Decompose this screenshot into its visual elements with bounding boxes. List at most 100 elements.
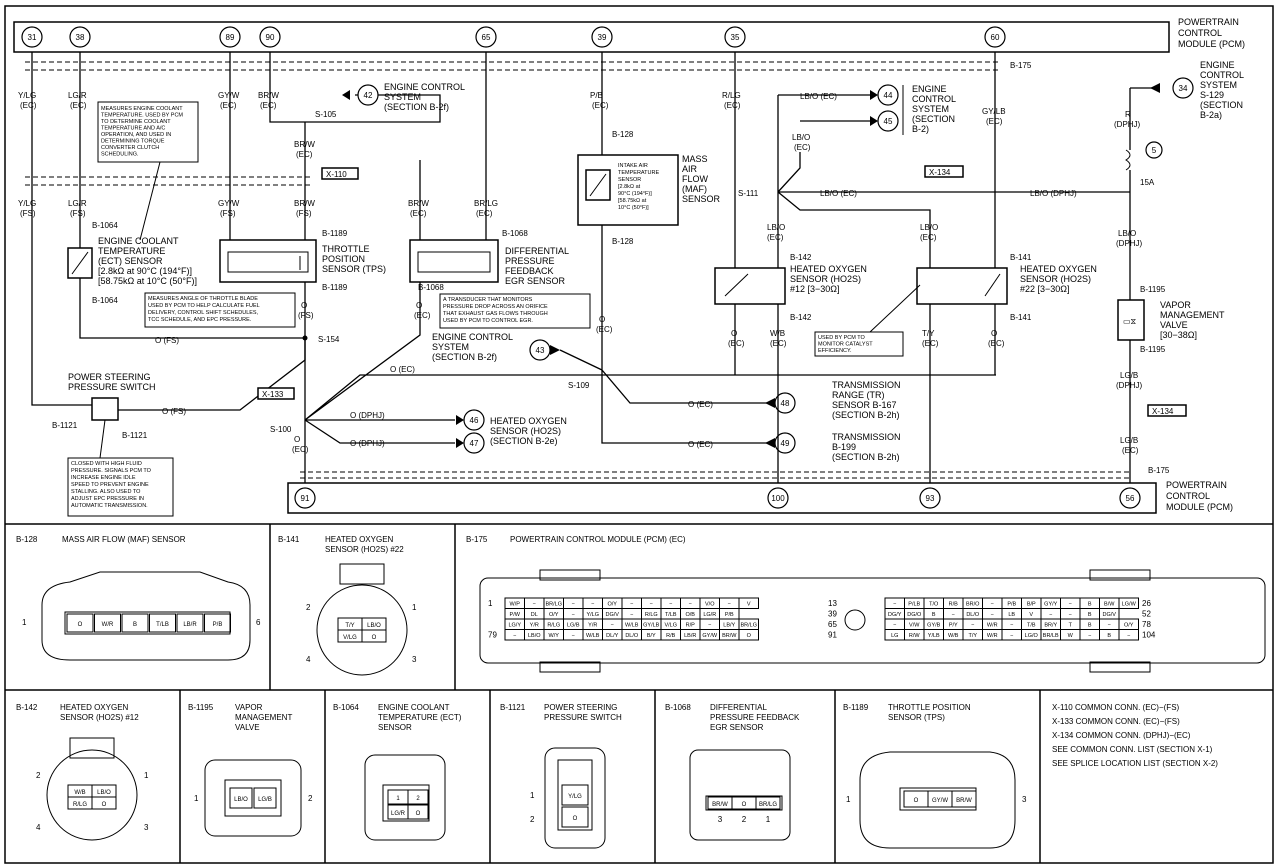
v1195-pin: [253, 787, 277, 809]
b128b: B-128: [612, 237, 634, 246]
pcm-conn-pin-label: −: [611, 623, 614, 629]
w38c: LG/R: [68, 199, 87, 208]
pcm-top-pin-89[interactable]: [219, 26, 241, 48]
pcm-top-pin-65[interactable]: [475, 26, 497, 48]
circle-46[interactable]: [463, 409, 485, 431]
pcm-conn-num: 39: [828, 610, 837, 619]
pcm-conn-pin-label: −: [650, 602, 653, 608]
pcm-bottom-pin-label: 91: [301, 494, 310, 503]
pcm-conn-pin-label: −: [1108, 623, 1111, 629]
pcm-conn-pin-label: Y/LG: [586, 612, 599, 618]
pcm-bottom-pin-91[interactable]: [294, 487, 316, 509]
v142pins-pin-label: R/LG: [73, 802, 87, 808]
pcm-top-pin-label: 65: [482, 33, 491, 42]
b1121a: B-1121: [52, 421, 78, 430]
v141pins-num: 1: [412, 603, 417, 612]
pcm-top-pin-35[interactable]: [724, 26, 746, 48]
ect-sensor-symbol: [67, 247, 93, 279]
circle-47[interactable]: [463, 432, 485, 454]
pcm-conn-pin-label: O/Y: [549, 612, 559, 618]
w65d: (EC): [476, 209, 493, 218]
circle-45[interactable]: [877, 110, 899, 132]
x133: X-133: [262, 390, 284, 399]
pcm-top-pin-38[interactable]: [69, 26, 91, 48]
circle-34[interactable]: [1172, 77, 1194, 99]
pcm-conn-pin-label: T/Y: [968, 633, 977, 639]
b1195b: B-1195: [1140, 345, 1166, 354]
pcm-top-pin-60[interactable]: [984, 26, 1006, 48]
pcm-top-pin-39[interactable]: [591, 26, 613, 48]
lbo-ec: LB/O (EC): [800, 92, 837, 101]
w60b: (EC): [986, 117, 1003, 126]
pcm-conn-pin-label: W/Y: [549, 633, 560, 639]
pcm-conn-pin-label: −: [1069, 602, 1072, 608]
circle-5[interactable]: [1145, 141, 1163, 159]
circle-48[interactable]: [774, 392, 796, 414]
v141pins-pin: [361, 629, 387, 643]
pcm-conn-pin-label: −: [630, 612, 633, 618]
pcm-top-pin-90[interactable]: [259, 26, 281, 48]
w35a: R/LG: [722, 91, 741, 100]
pcm-top-pin-31[interactable]: [21, 26, 43, 48]
o1: O: [301, 301, 307, 310]
pcm-bottom-pin-100[interactable]: [767, 487, 789, 509]
s111: S-111: [738, 189, 759, 198]
ho2s12-symbol: [714, 267, 786, 305]
v1195-id: B-1195: [188, 703, 214, 712]
b1064a: B-1064: [92, 221, 118, 230]
pcm-conn-pin-label: LG/O: [1025, 633, 1039, 639]
circle-47-text: 47: [470, 439, 479, 448]
circle-49[interactable]: [774, 432, 796, 454]
s100: S-100: [270, 425, 292, 434]
ec: (EC): [794, 143, 811, 152]
dphj5: (DPHJ): [1116, 381, 1143, 390]
pcm-conn-pin-label: DL/O: [625, 633, 639, 639]
pcm-conn-pin-label: O/Y: [608, 602, 618, 608]
pcm-conn-pin-label: −: [893, 602, 896, 608]
pcm-bottom-pin-93[interactable]: [919, 487, 941, 509]
w89d: (FS): [220, 209, 236, 218]
v141pins-pin-label: LB/O: [367, 623, 381, 629]
s154: S-154: [318, 335, 340, 344]
circle-44[interactable]: [877, 84, 899, 106]
pcm-conn-pin-label: BR/W: [722, 633, 737, 639]
s105: S-105: [315, 110, 337, 119]
pcm-conn-pin-label: B/P: [1027, 602, 1036, 608]
pcm-conn-pin-label: W/R: [987, 633, 998, 639]
pcm-conn-pin-label: LG/W: [1122, 602, 1137, 608]
pcm-conn-pin-label: −: [991, 612, 994, 618]
pcm-conn-pin-label: W/R: [987, 623, 998, 629]
pcm-conn-pin-label: B/Y: [647, 633, 656, 639]
w31a: Y/LG: [18, 91, 36, 100]
tps-note-box: [144, 292, 296, 328]
circle-46-text: 46: [470, 416, 479, 425]
circle-34-text: 34: [1179, 84, 1188, 93]
w38a: LG/R: [68, 91, 87, 100]
v142pins-num: 1: [144, 771, 149, 780]
pcm-conn-pin-label: LG/B: [567, 623, 580, 629]
b1068b: B-1068: [418, 283, 444, 292]
pcm-conn-pin-label: B: [1088, 612, 1092, 618]
pcm-bottom-pin-label: 56: [1126, 494, 1135, 503]
legend-line: X-133 COMMON CONN. (EC)−(FS): [1052, 717, 1180, 726]
lbo2: LB/O: [767, 223, 785, 232]
w90c: BR/W: [294, 140, 315, 149]
x110: X-110: [326, 170, 347, 179]
circle-42[interactable]: [357, 84, 379, 106]
v128-pin: [149, 613, 176, 633]
v1189-pin: [951, 790, 977, 808]
dpfe-symbol: [409, 239, 499, 283]
v1064-id: B-1064: [333, 703, 359, 712]
pcm-conn-pin-label: −: [689, 602, 692, 608]
circle-42-text: 42: [364, 91, 373, 100]
pcm-top-title-l1: POWERTRAIN: [1178, 17, 1239, 27]
pcm-conn-pin-label: R/LG: [547, 623, 560, 629]
b1195a: B-1195: [1140, 285, 1166, 294]
v1068-id: B-1068: [665, 703, 691, 712]
b175a-label: B-175: [1010, 61, 1032, 70]
x134b-badge: [1147, 404, 1187, 417]
pcm-bottom-pin-56[interactable]: [1119, 487, 1141, 509]
pcm-conn-pin-label: R/W: [909, 633, 921, 639]
